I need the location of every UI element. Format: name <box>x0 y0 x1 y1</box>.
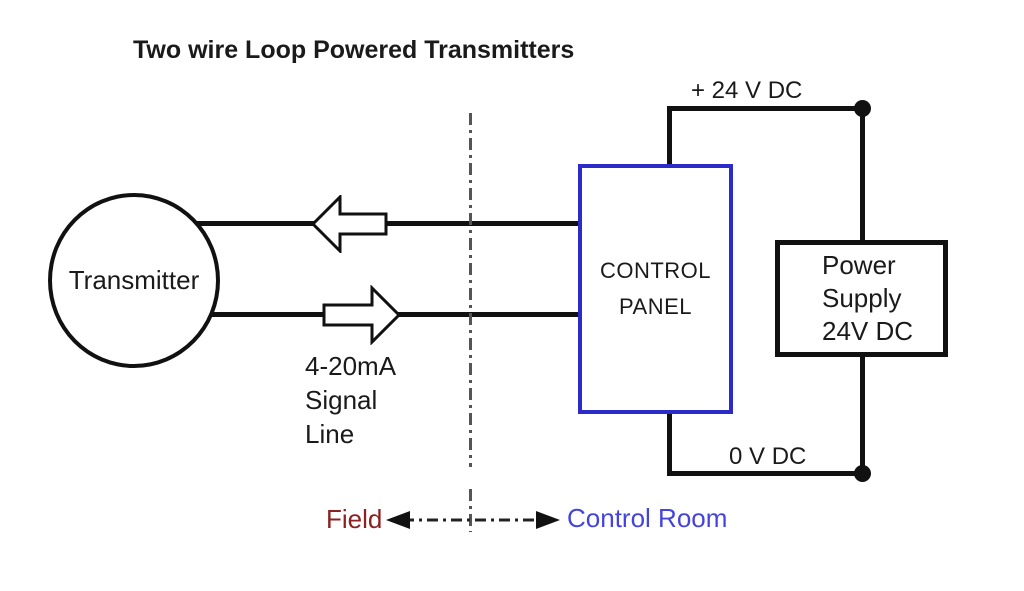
control-panel-node: CONTROL PANEL <box>578 164 733 414</box>
junction-dot-bottom <box>854 465 871 482</box>
junction-dot-top <box>854 100 871 117</box>
wire-control-panel-top-riser <box>667 106 672 166</box>
wire-supply-top-drop <box>860 106 865 243</box>
field-divider-line-lower <box>469 489 472 532</box>
wire-negative-rail <box>667 471 865 476</box>
control-panel-label: CONTROL PANEL <box>599 258 712 319</box>
wire-control-panel-bottom-drop <box>667 414 672 476</box>
power-supply-label: Power Supply 24V DC <box>822 250 914 346</box>
field-divider-line <box>469 113 472 467</box>
signal-arrow-left-icon <box>312 195 388 253</box>
negative-rail-label: 0 V DC <box>729 443 807 470</box>
wire-supply-bottom-drop <box>860 355 865 476</box>
signal-line-label: 4-20mA Signal Line <box>305 351 397 449</box>
diagram-title: Two wire Loop Powered Transmitters <box>133 36 575 64</box>
zone-label-control-room: Control Room <box>567 503 728 533</box>
positive-rail-label: + 24 V DC <box>691 77 803 104</box>
power-supply-node: Power Supply 24V DC <box>775 240 948 357</box>
zone-label-field: Field <box>326 504 383 534</box>
zone-double-arrow-icon <box>386 511 560 529</box>
signal-arrow-right-icon <box>322 285 400 345</box>
transmitter-node: Transmitter <box>48 193 220 368</box>
transmitter-label: Transmitter <box>68 265 200 295</box>
wire-positive-rail <box>667 106 865 111</box>
